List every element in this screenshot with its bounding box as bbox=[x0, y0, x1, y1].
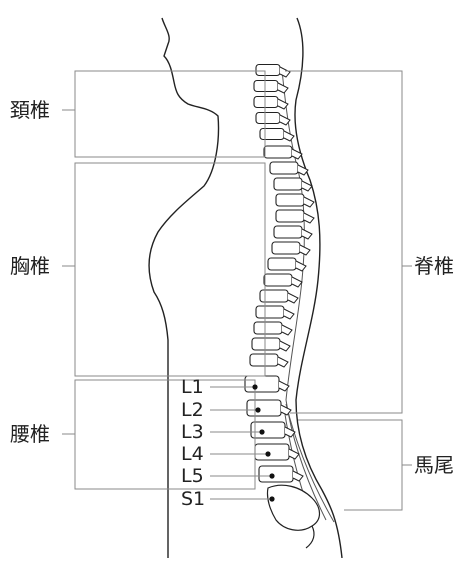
cervical-bracket bbox=[74, 70, 266, 158]
spinous-process bbox=[301, 180, 313, 192]
vertebra-body bbox=[258, 465, 294, 483]
l1-label: L1 bbox=[181, 376, 204, 398]
vertebra-column bbox=[244, 63, 315, 483]
vertebra-body bbox=[253, 321, 283, 335]
spinous-process bbox=[279, 66, 291, 78]
spinous-process bbox=[283, 130, 295, 142]
vertebra-body bbox=[271, 241, 301, 255]
vertebra-body bbox=[273, 177, 303, 191]
spinal-canal bbox=[281, 69, 305, 401]
l4-label: L4 bbox=[181, 443, 204, 465]
vertebra-body bbox=[254, 443, 290, 461]
s1-dot bbox=[269, 496, 275, 502]
l4-dot bbox=[265, 451, 271, 457]
vertebra-body bbox=[275, 193, 305, 207]
l1-dot bbox=[252, 384, 258, 390]
spinous-process bbox=[291, 276, 303, 288]
vertebra-body bbox=[251, 337, 281, 351]
lumbar-label: 腰椎 bbox=[10, 422, 50, 446]
spinous-process bbox=[281, 324, 293, 336]
vertebra-body bbox=[253, 95, 279, 109]
cauda-label: 馬尾 bbox=[414, 453, 454, 477]
spinous-process bbox=[280, 404, 292, 416]
body-outline bbox=[148, 17, 220, 558]
vertebra-body bbox=[249, 353, 279, 367]
spine-label: 脊椎 bbox=[414, 254, 454, 278]
l5-label: L5 bbox=[181, 465, 204, 487]
vertebra-dots bbox=[252, 384, 275, 502]
l2-label: L2 bbox=[181, 399, 204, 421]
vertebra-body bbox=[253, 79, 279, 93]
vertebra-body bbox=[255, 63, 281, 77]
l3-label: L3 bbox=[181, 421, 204, 443]
l5-dot bbox=[269, 473, 275, 479]
spinous-process bbox=[303, 196, 315, 208]
vertebra-body bbox=[244, 375, 280, 393]
spinous-process bbox=[278, 380, 290, 392]
vertebra-body bbox=[255, 111, 281, 125]
spinous-process bbox=[291, 148, 303, 160]
spinous-process bbox=[284, 426, 296, 438]
region-brackets bbox=[62, 70, 412, 511]
spinous-process bbox=[279, 114, 291, 126]
vertebra-body bbox=[263, 145, 293, 159]
spinous-process bbox=[279, 340, 291, 352]
vertebra-markers bbox=[210, 386, 272, 500]
spinous-process bbox=[277, 356, 289, 368]
vertebra-body bbox=[246, 399, 282, 417]
spinous-process bbox=[297, 164, 309, 176]
spinous-process bbox=[303, 212, 315, 224]
vertebra-body bbox=[263, 273, 293, 287]
spinous-process bbox=[292, 470, 304, 482]
spinous-process bbox=[295, 260, 307, 272]
coccyx bbox=[305, 525, 315, 549]
spinous-process bbox=[288, 448, 300, 460]
lumbar-bracket bbox=[74, 379, 256, 490]
spinous-process bbox=[277, 82, 289, 94]
s1-label: S1 bbox=[181, 488, 206, 510]
spinous-process bbox=[283, 308, 295, 320]
sacrum bbox=[266, 484, 321, 531]
spinous-process bbox=[299, 244, 311, 256]
spinous-process bbox=[301, 228, 313, 240]
cauda-bracket bbox=[298, 419, 403, 511]
vertebra-body bbox=[269, 161, 299, 175]
thoracic-label: 胸椎 bbox=[10, 254, 50, 278]
cauda-fiber bbox=[285, 403, 335, 523]
spinous-process bbox=[277, 98, 289, 110]
vertebra-body bbox=[259, 289, 289, 303]
cervical-label: 頚椎 bbox=[10, 98, 50, 122]
thoracic-bracket bbox=[74, 162, 266, 377]
spine-bracket bbox=[285, 70, 403, 414]
l3-dot bbox=[259, 429, 265, 435]
l2-dot bbox=[255, 407, 261, 413]
vertebra-body bbox=[273, 225, 303, 239]
vertebra-body bbox=[275, 209, 305, 223]
vertebra-body bbox=[250, 421, 286, 439]
vertebra-body bbox=[267, 257, 297, 271]
vertebra-body bbox=[255, 305, 285, 319]
spinous-process bbox=[287, 292, 299, 304]
back-outline bbox=[294, 17, 343, 559]
vertebra-body bbox=[259, 127, 285, 141]
